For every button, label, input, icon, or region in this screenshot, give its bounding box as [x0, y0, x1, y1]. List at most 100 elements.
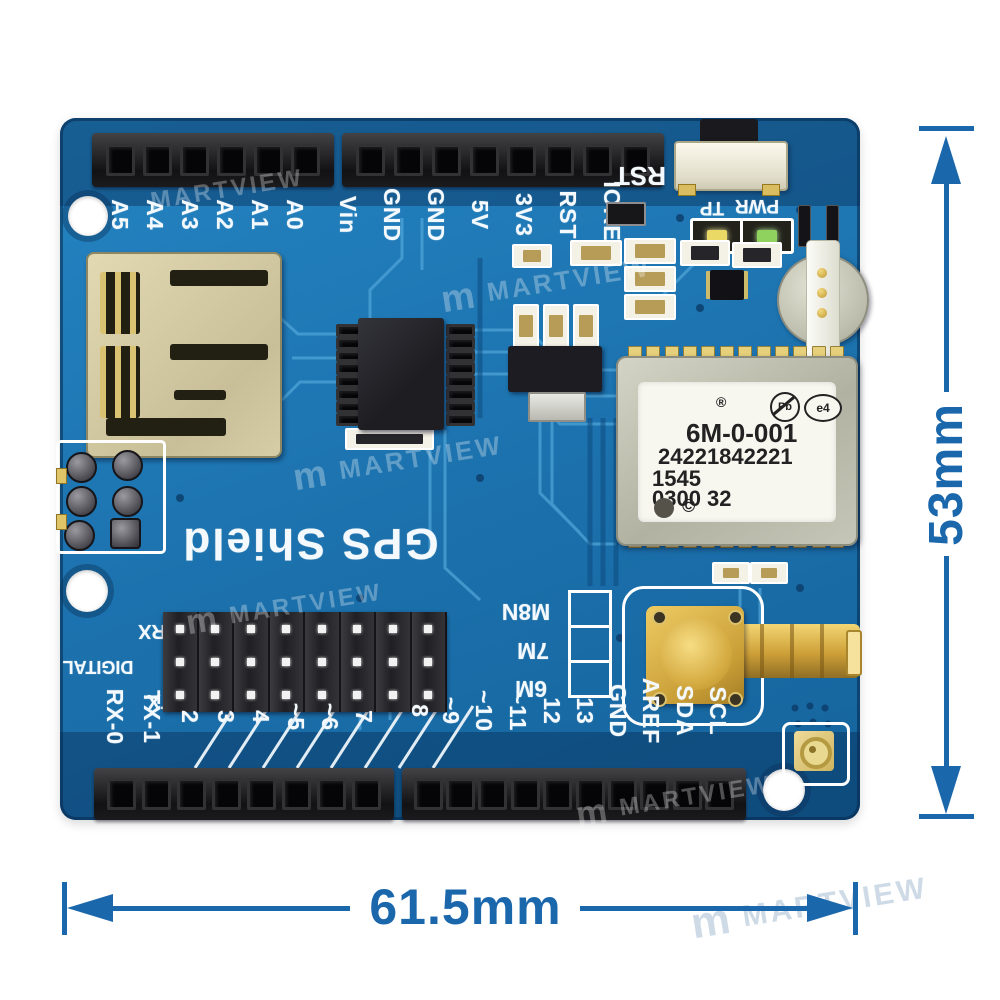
analog-header-socket	[180, 144, 209, 176]
copyright-mark: ©	[682, 496, 696, 516]
pin-label-aref: AREF	[638, 677, 664, 745]
watermark-logo: m	[183, 598, 223, 643]
block-header-pin	[340, 612, 376, 646]
smd-resistor	[732, 242, 782, 268]
smd-resistor	[624, 294, 676, 320]
digital-high-socket	[413, 778, 443, 810]
pwr-label: PWR	[734, 195, 780, 216]
smd-resistor	[624, 238, 676, 264]
smd-resistor	[543, 304, 569, 348]
reset-switch	[674, 141, 788, 191]
soic16-chip	[358, 318, 444, 430]
sd-slot-bar	[174, 390, 226, 400]
smd-diode	[606, 202, 646, 226]
solder-pad	[66, 486, 97, 517]
block-header-pin	[269, 678, 305, 712]
block-header-pin	[340, 645, 376, 679]
sma-barrel	[742, 624, 860, 678]
edge-pad	[56, 514, 67, 530]
tp-label: TP	[699, 197, 725, 218]
block-header-pin	[163, 678, 199, 712]
dim-height-line-top	[944, 182, 949, 392]
block-header-pin	[411, 612, 447, 646]
smd-resistor	[570, 240, 622, 266]
smd-resistor	[512, 244, 552, 268]
solder-pad	[110, 518, 141, 549]
block-header-pin	[411, 645, 447, 679]
pb-free-mark: Pb	[770, 392, 800, 422]
mounting-hole-left	[66, 570, 108, 612]
pin-label-vin: Vin	[335, 195, 361, 235]
pin-label-rx0: RX-0	[102, 688, 128, 746]
dim-width-arrow-left	[67, 894, 113, 922]
label-dot	[654, 498, 674, 518]
digital-high-socket	[672, 778, 702, 810]
antenna-box-6m	[568, 660, 612, 698]
gps-module-label: ® Pb e4 6M-0-001 24221842221 1545 0300 3…	[638, 382, 842, 522]
soic-pin	[446, 336, 475, 350]
power-header-socket	[394, 144, 424, 176]
watermark-logo: m	[687, 894, 737, 949]
digital-low-socket	[177, 778, 206, 810]
sd-latch	[106, 418, 226, 436]
pin-label-gnd: GND	[605, 683, 631, 739]
soic-pins-left	[336, 324, 365, 426]
dim-height-label-wrap: 53mm	[886, 400, 1000, 548]
dim-height-line-bottom	[944, 556, 949, 768]
digital-low-socket	[247, 778, 276, 810]
dim-width-cap-left	[62, 882, 67, 935]
pin-label-5: ~5	[283, 702, 309, 732]
watermark-logo: m	[573, 790, 613, 835]
pin-label-12: 12	[539, 697, 565, 725]
antenna-label-7m: 7M	[517, 638, 549, 664]
block-header-pin	[376, 678, 412, 712]
antenna-box-7m	[568, 625, 612, 663]
edge-pad	[56, 468, 67, 484]
pin-label-gnd1: GND	[379, 187, 405, 243]
battery-holder-strap	[806, 240, 840, 362]
digital-low-header	[94, 768, 394, 820]
smd-ic	[710, 270, 744, 300]
digital-low-socket	[282, 778, 311, 810]
power-header-socket	[582, 144, 612, 176]
watermark-logo: m	[437, 273, 481, 321]
block-header-pin	[269, 612, 305, 646]
digital-high-socket	[640, 778, 670, 810]
block-header-pin	[305, 645, 341, 679]
pin-label-gnd2: GND	[423, 187, 449, 243]
pin-label-sda: SDA	[672, 685, 698, 737]
smd-resistor	[680, 240, 730, 266]
voltage-regulator	[508, 346, 602, 392]
dim-height-label: 53mm	[919, 402, 973, 546]
pin-label-5v: 5V	[467, 199, 493, 231]
block-header-pin	[376, 612, 412, 646]
e-mark-text: e4	[816, 401, 830, 415]
digital-low-socket	[212, 778, 241, 810]
pin-label-scl: SCL	[705, 686, 731, 736]
digital-low-socket	[317, 778, 346, 810]
gps-serial: 24221842221	[658, 444, 793, 469]
sd-contacts	[100, 346, 140, 418]
block-header-pin	[411, 678, 447, 712]
pin-label-7: 7	[351, 710, 377, 724]
solder-pad	[64, 520, 95, 551]
battery-strap-rivet	[817, 268, 827, 278]
block-header-pin	[198, 678, 234, 712]
microsd-slot	[86, 252, 282, 458]
board-title-silkscreen: GPS Shield	[181, 519, 439, 568]
analog-header	[92, 133, 334, 187]
power-header-socket	[469, 144, 499, 176]
reset-switch-actuator	[700, 119, 758, 145]
digital-low-socket	[107, 778, 136, 810]
analog-header-socket	[106, 144, 135, 176]
digital-high-socket	[543, 778, 573, 810]
power-header-socket	[620, 144, 650, 176]
sma-end-ring	[846, 630, 862, 676]
dim-width-arrow-right	[807, 894, 853, 922]
antenna-box-m8n	[568, 590, 612, 628]
mounting-hole-top-left	[68, 196, 108, 236]
dim-height-cap-bottom	[919, 814, 974, 819]
dim-height-cap-top	[919, 126, 974, 131]
digital-high-socket	[510, 778, 540, 810]
smd-resistor	[573, 304, 599, 348]
